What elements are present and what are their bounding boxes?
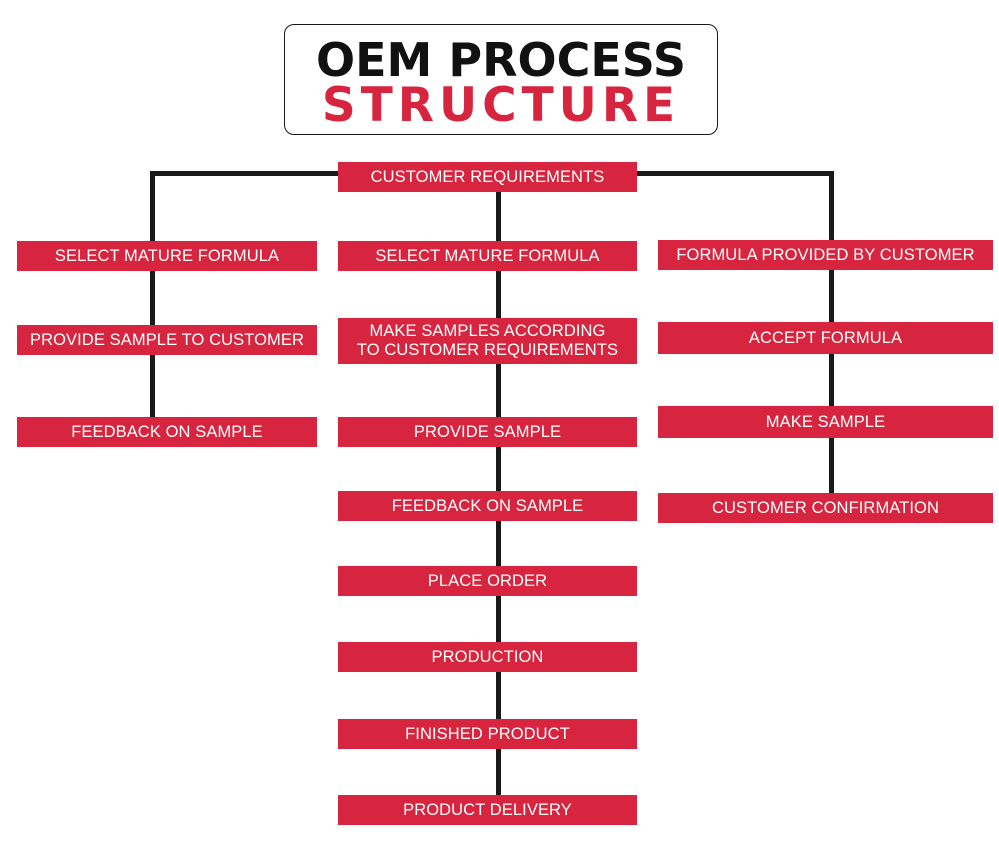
title-line-2: STRUCTURE — [321, 78, 681, 133]
node-customer-requirements: CUSTOMER REQUIREMENTS — [338, 162, 637, 192]
node-right-accept-formula: ACCEPT FORMULA — [658, 322, 993, 354]
title-line-1: OEM PROCESS — [316, 33, 686, 87]
connector-left-vertical — [150, 171, 155, 431]
node-center-production: PRODUCTION — [338, 642, 637, 672]
node-center-select-mature-formula: SELECT MATURE FORMULA — [338, 241, 637, 271]
node-left-select-mature-formula: SELECT MATURE FORMULA — [17, 241, 317, 271]
node-center-provide-sample: PROVIDE SAMPLE — [338, 417, 637, 447]
node-center-make-samples: MAKE SAMPLES ACCORDING TO CUSTOMER REQUI… — [338, 318, 637, 364]
node-center-product-delivery: PRODUCT DELIVERY — [338, 795, 637, 825]
node-center-finished-product: FINISHED PRODUCT — [338, 719, 637, 749]
node-center-feedback-on-sample: FEEDBACK ON SAMPLE — [338, 491, 637, 521]
node-left-feedback-on-sample: FEEDBACK ON SAMPLE — [17, 417, 317, 447]
node-right-make-sample: MAKE SAMPLE — [658, 406, 993, 438]
title-box: OEM PROCESS STRUCTURE — [284, 24, 718, 135]
node-right-formula-provided-by-customer: FORMULA PROVIDED BY CUSTOMER — [658, 240, 993, 270]
node-center-place-order: PLACE ORDER — [338, 566, 637, 596]
node-left-provide-sample-to-customer: PROVIDE SAMPLE TO CUSTOMER — [17, 325, 317, 355]
node-right-customer-confirmation: CUSTOMER CONFIRMATION — [658, 493, 993, 523]
